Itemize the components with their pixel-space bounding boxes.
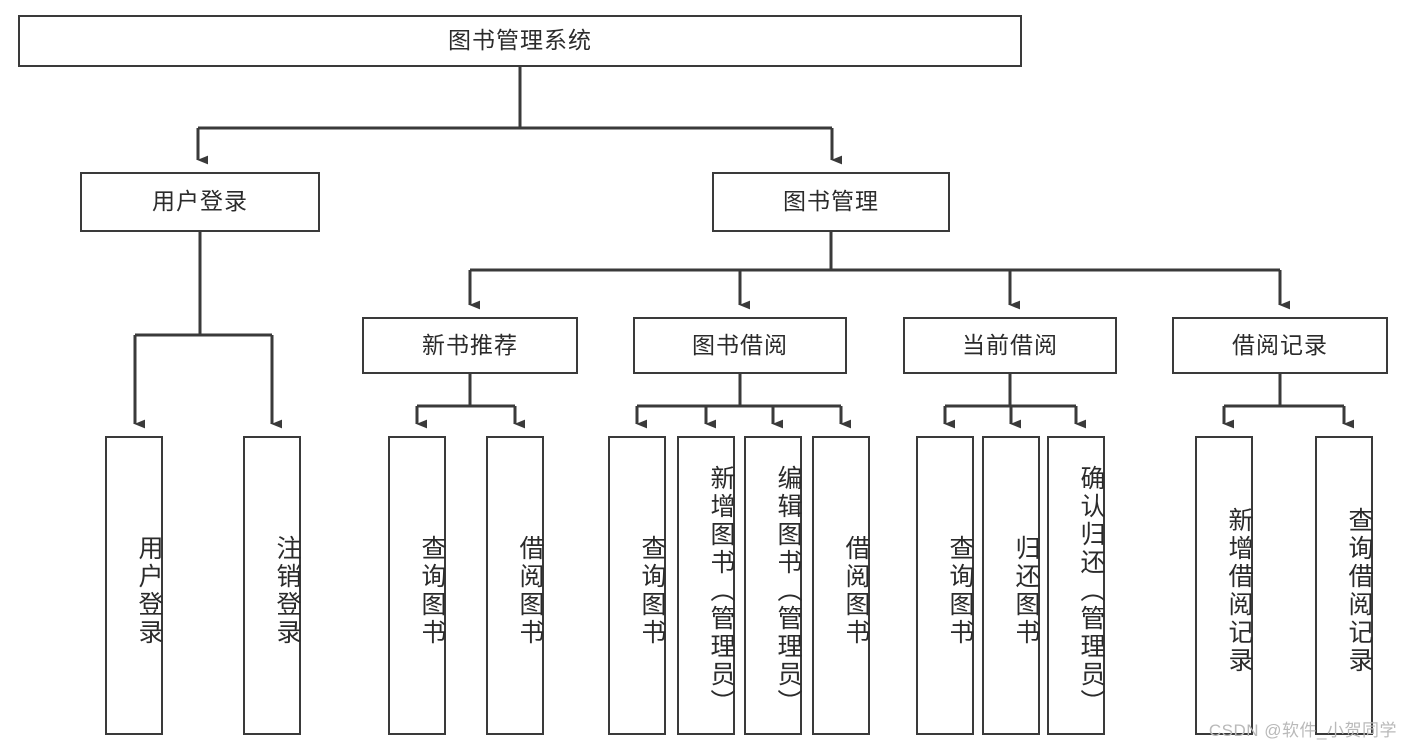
- node-leaf-edit-book-admin-label: 编辑图书（管理员）: [774, 464, 802, 717]
- node-leaf-logout-login[interactable]: 注销登录: [243, 436, 301, 735]
- node-leaf-confirm-return-admin[interactable]: 确认归还（管理员）: [1047, 436, 1105, 735]
- node-borrow-record-label: 借阅记录: [1232, 331, 1328, 358]
- node-leaf-add-book-admin-label: 新增图书（管理员）: [707, 464, 735, 717]
- node-leaf-add-borrow-record[interactable]: 新增借阅记录: [1195, 436, 1253, 735]
- node-leaf-confirm-return-admin-label: 确认归还（管理员）: [1077, 464, 1105, 717]
- node-new-book-recommend[interactable]: 新书推荐: [362, 317, 578, 374]
- node-current-borrow[interactable]: 当前借阅: [903, 317, 1117, 374]
- node-leaf-logout-login-label: 注销登录: [273, 534, 301, 647]
- node-root-label: 图书管理系统: [448, 27, 592, 54]
- node-leaf-query-book-rec[interactable]: 查询图书: [388, 436, 446, 735]
- node-new-book-recommend-label: 新书推荐: [422, 331, 518, 358]
- node-leaf-query-book-cur[interactable]: 查询图书: [916, 436, 974, 735]
- node-leaf-return-book[interactable]: 归还图书: [982, 436, 1040, 735]
- node-root-system[interactable]: 图书管理系统: [18, 15, 1022, 67]
- node-leaf-borrow-book-rec[interactable]: 借阅图书: [486, 436, 544, 735]
- node-leaf-add-borrow-record-label: 新增借阅记录: [1225, 506, 1253, 675]
- node-leaf-query-book-rec-label: 查询图书: [418, 534, 446, 647]
- node-leaf-add-book-admin[interactable]: 新增图书（管理员）: [677, 436, 735, 735]
- node-leaf-borrow-book-label: 借阅图书: [842, 534, 870, 647]
- node-leaf-query-book-borrow-label: 查询图书: [638, 534, 666, 647]
- node-leaf-edit-book-admin[interactable]: 编辑图书（管理员）: [744, 436, 802, 735]
- node-book-borrow-label: 图书借阅: [692, 331, 788, 358]
- node-leaf-query-borrow-record-label: 查询借阅记录: [1345, 506, 1373, 675]
- node-book-borrow[interactable]: 图书借阅: [633, 317, 847, 374]
- node-user-login-label: 用户登录: [152, 188, 248, 215]
- node-current-borrow-label: 当前借阅: [962, 331, 1058, 358]
- csdn-watermark: CSDN @软件_小贺同学: [1208, 721, 1397, 740]
- node-leaf-borrow-book-rec-label: 借阅图书: [516, 534, 544, 647]
- node-leaf-query-borrow-record[interactable]: 查询借阅记录: [1315, 436, 1373, 735]
- node-borrow-record[interactable]: 借阅记录: [1172, 317, 1388, 374]
- node-leaf-borrow-book[interactable]: 借阅图书: [812, 436, 870, 735]
- node-leaf-return-book-label: 归还图书: [1012, 534, 1040, 647]
- node-book-manage-label: 图书管理: [783, 188, 879, 215]
- node-leaf-user-login[interactable]: 用户登录: [105, 436, 163, 735]
- node-leaf-query-book-cur-label: 查询图书: [946, 534, 974, 647]
- node-leaf-user-login-label: 用户登录: [135, 534, 163, 647]
- node-leaf-query-book-borrow[interactable]: 查询图书: [608, 436, 666, 735]
- node-user-login[interactable]: 用户登录: [80, 172, 320, 232]
- node-book-manage[interactable]: 图书管理: [712, 172, 950, 232]
